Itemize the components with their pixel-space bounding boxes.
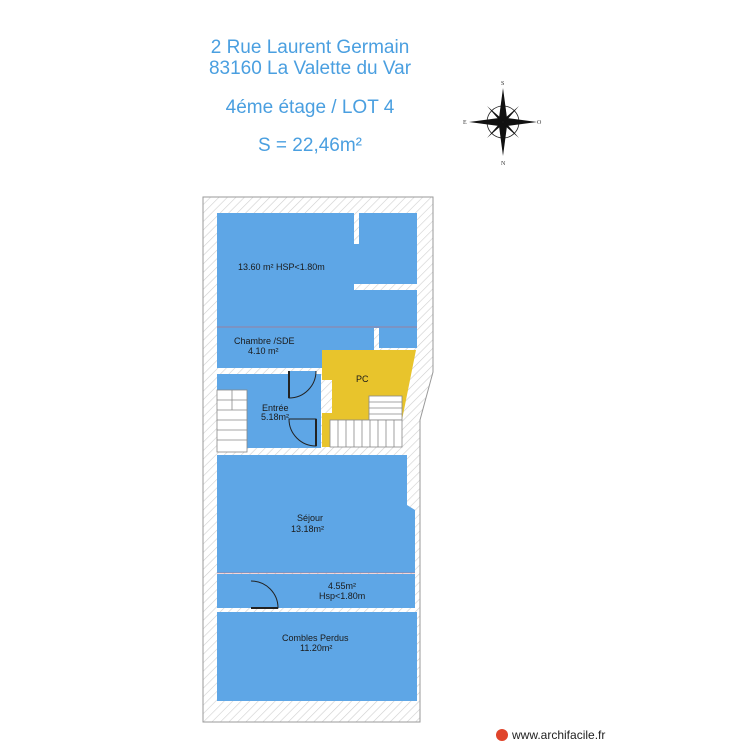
room-low-height-area: 4.55m² xyxy=(328,581,356,591)
room-entree-name: Entrée xyxy=(262,403,289,413)
room-combles-name: Combles Perdus xyxy=(282,633,349,643)
address-line-2: 83160 La Valette du Var xyxy=(208,58,412,79)
stairs-left-icon xyxy=(216,389,248,453)
room-chambre-name: Chambre /SDE xyxy=(234,336,295,346)
room-sejour-name: Séjour xyxy=(297,513,323,523)
surface-total: S = 22,46m² xyxy=(257,135,363,156)
stairs-icon xyxy=(329,395,403,448)
room-entree-area: 5.18m² xyxy=(261,412,289,422)
credit-text: www.archifacile.fr xyxy=(512,728,606,742)
room-sejour-area: 13.18m² xyxy=(291,524,324,534)
room-sejour: Séjour 13.18m² xyxy=(217,455,415,573)
room-chambre-area: 4.10 m² xyxy=(248,346,279,356)
room-low-height: 4.55m² Hsp<1.80m xyxy=(217,574,415,608)
address-line-1: 2 Rue Laurent Germain xyxy=(210,37,410,58)
room-pc: PC xyxy=(322,350,416,448)
archifacile-logo-icon xyxy=(496,729,508,741)
compass-rose-icon: S N O E xyxy=(463,81,542,167)
credit-link[interactable]: www.archifacile.fr xyxy=(496,728,605,742)
compass-west-label: E xyxy=(463,120,467,126)
door-chambre-icon xyxy=(288,370,317,399)
room-attic-top: 13.60 m² HSP<1.80m xyxy=(217,213,417,328)
room-combles-area: 11.20m² xyxy=(300,643,332,653)
compass-east-label: O xyxy=(537,120,542,126)
room-combles: Combles Perdus 11.20m² xyxy=(217,612,417,701)
room-pc-name: PC xyxy=(356,374,369,384)
compass-south-label: N xyxy=(501,161,506,167)
room-attic-top-area: 13.60 m² HSP<1.80m xyxy=(238,262,325,272)
room-low-height-note: Hsp<1.80m xyxy=(319,591,365,601)
door-entree-icon xyxy=(288,418,317,447)
door-sejour-icon xyxy=(250,580,279,609)
compass-north-label: S xyxy=(501,81,504,87)
floor-title: 4éme étage / LOT 4 xyxy=(225,97,395,118)
